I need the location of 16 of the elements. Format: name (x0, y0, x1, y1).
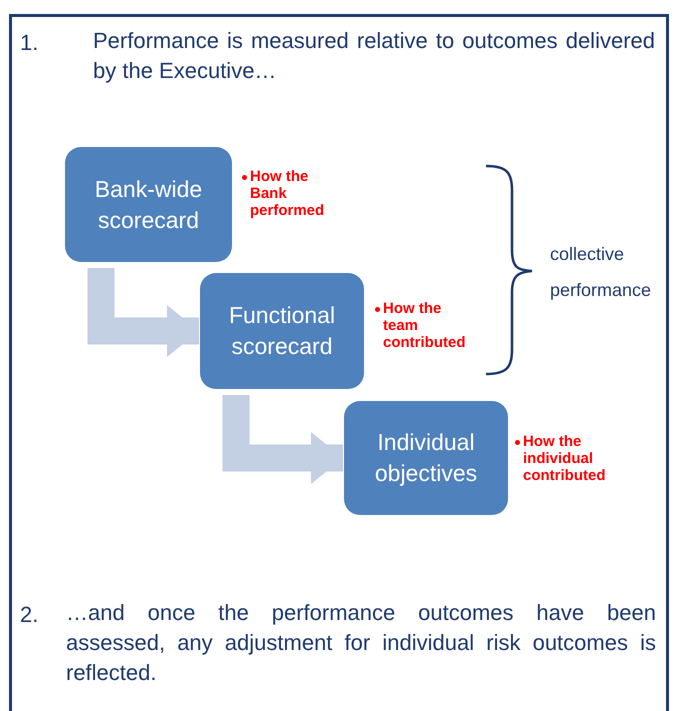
paragraph: …and once the performance outcomes have been assessed, any adjustment for individual risk outcomes is reflected. (66, 599, 656, 687)
note-text: How the team contributed (383, 300, 466, 351)
bent-arrow (88, 268, 199, 357)
bent-arrow (222, 395, 343, 484)
brace-label: collective performance (550, 243, 652, 302)
box-label: Bank-wide scorecard (94, 174, 204, 234)
process-box (200, 273, 364, 389)
box-label: Individual objectives (374, 428, 478, 488)
process-box (65, 147, 232, 262)
note-text: How the individual contributed (523, 433, 606, 484)
list-number: 2. (20, 601, 40, 629)
list-number: 1. (20, 29, 40, 57)
paragraph: Performance is measured relative to outcomes delivered by the Executive… (93, 27, 655, 85)
note-text: How the Bank performed (250, 168, 326, 219)
process-box (344, 401, 508, 515)
box-label: Functional scorecard (228, 301, 336, 361)
